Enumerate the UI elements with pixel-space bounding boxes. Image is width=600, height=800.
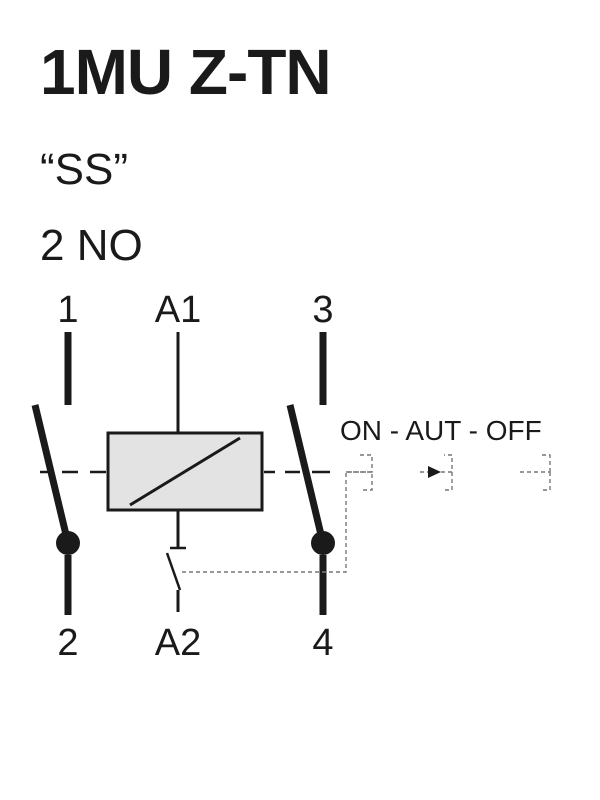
- contact-3-pivot-dot: [311, 531, 335, 555]
- terminal-1-label: 1: [57, 289, 78, 331]
- switch-modes-label: ON - AUT - OFF: [340, 415, 542, 446]
- manual-switch: [165, 546, 186, 612]
- contact-3-4: [286, 332, 335, 615]
- terminal-2-label: 2: [57, 622, 78, 664]
- selector-linkage: [182, 454, 373, 573]
- contact-1-pivot-dot: [56, 531, 80, 555]
- contact-1-blade: [31, 404, 72, 544]
- aut-arrow-icon: [428, 466, 441, 478]
- aut-mode-symbol: [420, 454, 453, 491]
- diagram-title: 1MU Z-TN: [40, 36, 332, 108]
- contact-1-2: [31, 332, 80, 615]
- diagram-subtitle-contacts: 2 NO: [40, 221, 143, 270]
- diagram-subtitle-type: “SS”: [40, 145, 128, 194]
- off-mode-symbol: [520, 454, 551, 491]
- contact-3-blade: [286, 404, 327, 544]
- coil-diagonal: [129, 436, 241, 507]
- terminal-3-label: 3: [312, 289, 333, 331]
- relay-coil: [106, 332, 264, 548]
- terminal-a2-label: A2: [155, 622, 201, 664]
- manual-switch-blade: [165, 552, 182, 591]
- terminal-a1-label: A1: [155, 289, 201, 331]
- terminal-4-label: 4: [312, 622, 333, 664]
